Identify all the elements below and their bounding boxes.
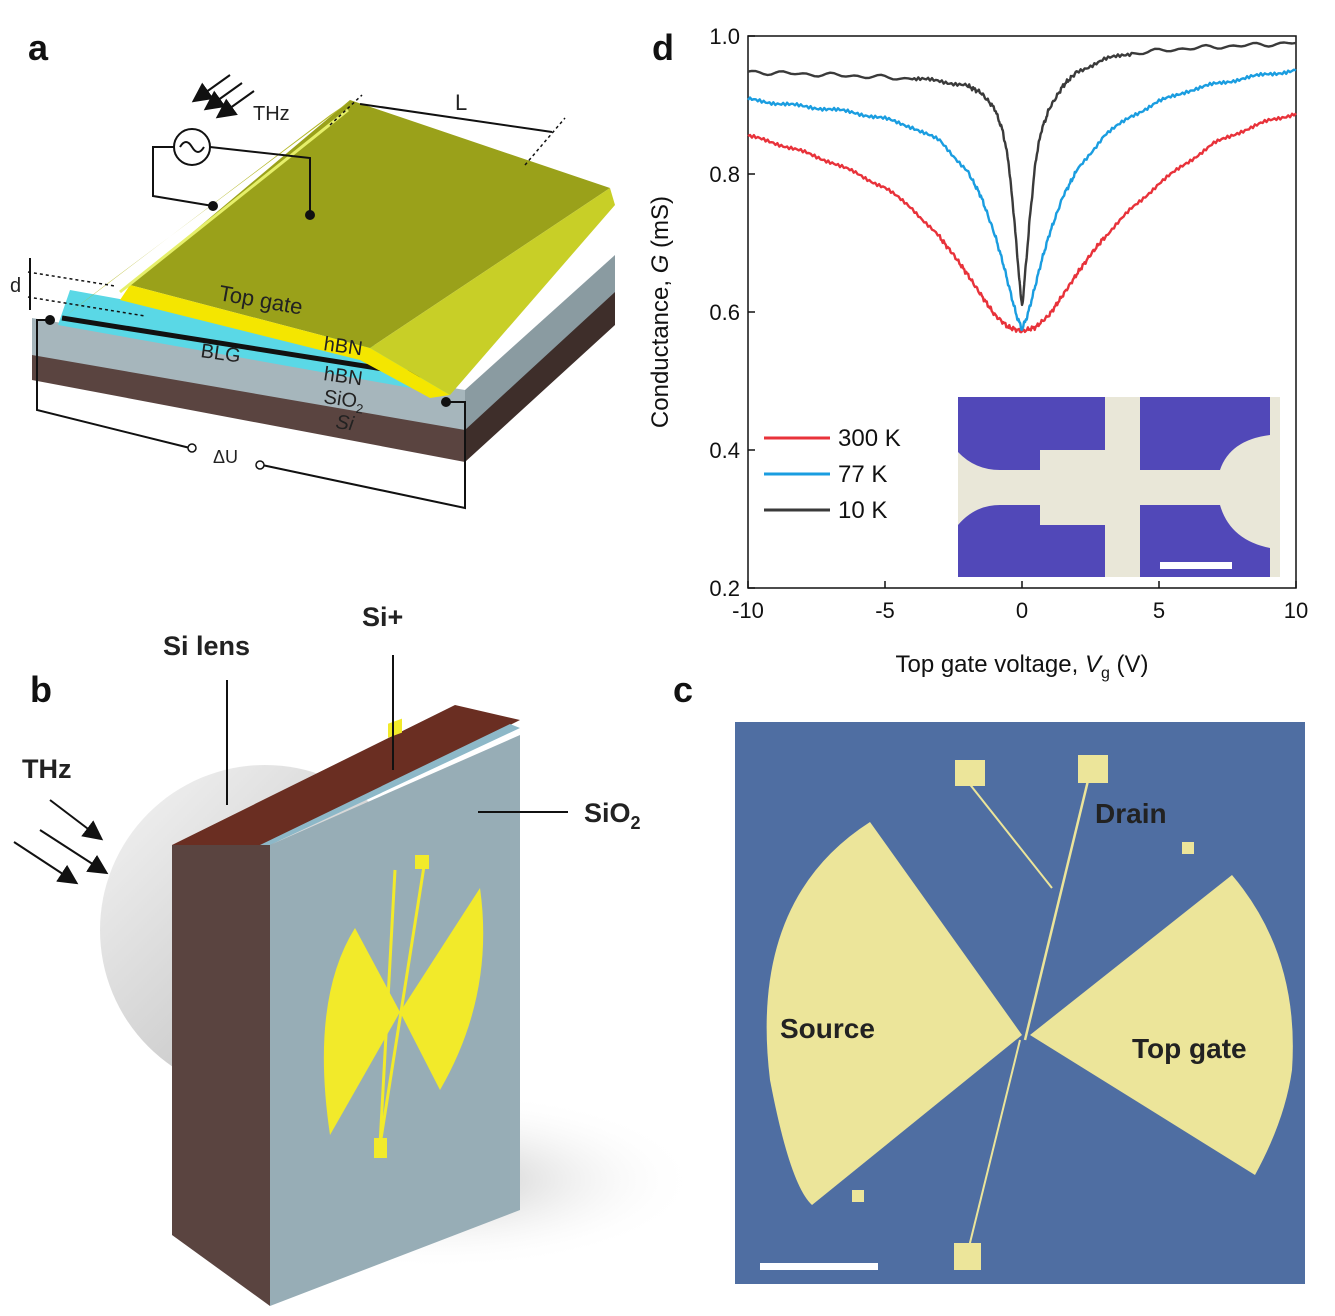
conductance-chart: -10 -5 0 5 10 0.2 0.4 0.6 0.8 1.0 300 K 77 K 10 K xyxy=(709,24,1308,623)
thz-arrow xyxy=(215,90,255,119)
bowtie-right xyxy=(400,888,484,1090)
panel-letter-d: d xyxy=(652,27,674,68)
gate-edge-yellow xyxy=(120,285,450,398)
top-gate-label: Top gate xyxy=(1132,1033,1247,1064)
contact-dot xyxy=(441,397,451,407)
series-line xyxy=(747,68,1297,332)
si-label: Si xyxy=(334,411,355,435)
voltage-label: ΔU xyxy=(213,447,238,467)
scale-bar xyxy=(760,1263,878,1270)
source-pad xyxy=(766,822,1022,1205)
x-tick-label: -5 xyxy=(875,598,895,623)
thz-arrow xyxy=(191,74,231,103)
y-tick-label: 0.8 xyxy=(709,162,740,187)
sio2-layer xyxy=(32,318,465,430)
bowtie-left xyxy=(323,928,400,1135)
panel-a: a THz L d Top gate hBN xyxy=(10,27,615,510)
hbn-layer xyxy=(58,290,450,395)
si-block-top xyxy=(172,705,520,845)
contact-pad xyxy=(388,718,402,738)
si-lens-label: Si lens xyxy=(163,631,250,661)
gate-stripe xyxy=(119,108,349,294)
thz-arrow xyxy=(49,799,104,841)
contact-dot xyxy=(305,210,315,220)
drain-pad xyxy=(1078,755,1108,783)
wire-right xyxy=(209,146,311,215)
y-tick-label: 0.4 xyxy=(709,438,740,463)
si-block-front-brown xyxy=(172,845,270,1306)
length-arrow xyxy=(359,103,553,133)
thz-arrow xyxy=(13,841,79,885)
contact-dot xyxy=(45,315,55,325)
thz-arrow xyxy=(203,82,243,111)
length-label: L xyxy=(455,90,467,115)
x-axis-title: Top gate voltage, Vg (V) xyxy=(895,651,1148,682)
thz-arrow xyxy=(39,829,109,875)
wire-bottom-right xyxy=(261,401,466,510)
x-tick-label: 5 xyxy=(1153,598,1165,623)
gate-rail-right xyxy=(370,188,615,395)
series-line xyxy=(747,41,1297,307)
hbn-bottom-label: hBN xyxy=(322,363,364,390)
drain-label: Drain xyxy=(1095,798,1167,829)
sio2-layer-side xyxy=(465,255,615,430)
x-tick-label: -10 xyxy=(732,598,764,623)
terminal xyxy=(187,443,197,453)
legend-label: 10 K xyxy=(838,497,887,524)
drain-wire xyxy=(967,781,1053,889)
drain-wire xyxy=(1023,759,1095,1041)
pad xyxy=(1182,842,1194,854)
series-line xyxy=(747,112,1297,334)
antenna-wire xyxy=(378,869,397,1146)
panel-b: b Si lens Si+ THz SiO2 xyxy=(13,602,700,1306)
legend-label: 77 K xyxy=(838,461,887,488)
x-tick-label: 0 xyxy=(1016,598,1028,623)
y-tick-label: 0.6 xyxy=(709,300,740,325)
thickness-label: d xyxy=(10,275,21,297)
panel-letter-c: c xyxy=(673,669,693,710)
thz-label: THz xyxy=(22,754,72,784)
dotted-guide xyxy=(27,271,116,287)
contact-pad xyxy=(415,855,429,869)
sio2-edge xyxy=(260,724,520,845)
source-label: Source xyxy=(780,1013,875,1044)
top-gate-pad xyxy=(1030,875,1293,1175)
panel-letter-b: b xyxy=(30,669,52,710)
y-tick-label: 0.2 xyxy=(709,576,740,601)
y-axis-title: Conductance, G (mS) xyxy=(647,196,674,428)
contact-pad xyxy=(374,1138,387,1158)
y-tick-label: 1.0 xyxy=(709,24,740,49)
pad xyxy=(955,760,985,786)
pad xyxy=(852,1190,864,1202)
wire-left xyxy=(152,146,214,207)
dotted-guide xyxy=(524,117,566,166)
hbn-top-label: hBN xyxy=(322,333,364,360)
si-plus-label: Si+ xyxy=(362,602,403,632)
sio2-label: SiO2 xyxy=(584,798,641,833)
pad xyxy=(954,1243,981,1270)
contact-dot xyxy=(208,201,218,211)
wire-bottom-left xyxy=(36,319,191,449)
legend-label: 300 K xyxy=(838,425,901,452)
thz-label: THz xyxy=(253,103,290,125)
dotted-guide xyxy=(329,94,363,126)
panel-letter-a: a xyxy=(28,27,49,68)
inset-micrograph xyxy=(958,397,1280,577)
top-gate-metal xyxy=(130,100,610,348)
ac-wave xyxy=(179,141,205,153)
panel-c: c Drain Source Top gate xyxy=(673,669,1305,1284)
terminal xyxy=(255,460,265,470)
drain-wire xyxy=(966,1039,1021,1256)
inset-scale-bar xyxy=(1160,562,1232,569)
x-tick-label: 10 xyxy=(1284,598,1308,623)
dotted-guide xyxy=(27,296,146,317)
sio2-label: SiO2 xyxy=(322,386,366,416)
antenna-wire xyxy=(378,859,427,1146)
